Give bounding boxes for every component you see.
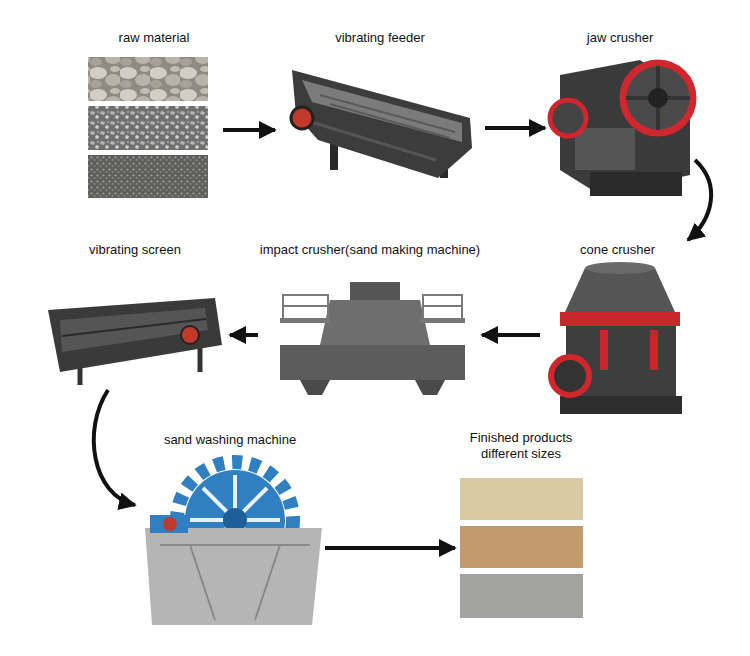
vibrating-feeder-picture: [292, 70, 472, 178]
raw-material-picture: [88, 57, 208, 101]
vibrating-feeder-picture: [302, 80, 462, 142]
machine-node: cone crusher: [540, 240, 695, 425]
impact-crusher-picture: [280, 345, 465, 380]
machine-node: vibrating screen: [40, 240, 230, 390]
machine-label: jaw crusher: [587, 30, 653, 46]
machine-node: raw material: [85, 28, 223, 203]
jaw-crusher-picture: [648, 88, 668, 108]
cone-crusher-picture: [560, 312, 680, 326]
flow-arrow: [94, 390, 135, 505]
impact-crusher-picture: [420, 318, 465, 323]
sand-washing-picture: [160, 544, 310, 546]
jaw-crusher-picture: [550, 60, 693, 196]
cone-crusher-picture: [565, 268, 675, 312]
vibrating-screen-picture: [181, 326, 199, 344]
raw-material-picture: [88, 155, 208, 198]
vibrating-screen-picture: [48, 298, 222, 385]
machine-label: cone crusher: [580, 242, 655, 258]
flow-arrow: [482, 333, 540, 337]
impact-crusher-picture: [280, 282, 465, 395]
vibrating-feeder-picture: [291, 70, 472, 178]
sand-washing-picture: [145, 462, 322, 625]
finished-sand-samples: [460, 478, 583, 520]
cone-crusher-picture: [650, 330, 658, 370]
machine-label: sand washing machine: [164, 432, 296, 448]
machine-node: vibrating feeder: [275, 28, 485, 186]
cone-crusher-picture: [600, 330, 608, 370]
machine-node: impact crusher(sand making machine): [258, 240, 482, 400]
machine-node: Finished products different sizes: [455, 428, 587, 621]
cone-crusher-picture: [551, 357, 589, 395]
sand-washing-picture: [150, 515, 188, 533]
machine-label: raw material: [119, 30, 190, 46]
cone-crusher-picture: [560, 396, 682, 414]
flow-arrow: [223, 128, 275, 132]
cone-crusher-picture: [551, 262, 682, 414]
jaw-crusher-picture: [590, 172, 682, 196]
vibrating-feeder-picture: [320, 95, 455, 132]
jaw-crusher-picture: [550, 100, 586, 136]
flow-arrow: [325, 546, 455, 550]
raw-material-picture: [88, 57, 208, 198]
sand-washing-picture: [255, 545, 280, 620]
machine-label: vibrating screen: [89, 242, 181, 258]
vibrating-feeder-picture: [291, 107, 313, 129]
raw-material-picture: [88, 106, 208, 150]
impact-crusher-picture: [320, 300, 430, 345]
flow-arrow: [230, 333, 258, 337]
jaw-crusher-picture: [575, 128, 635, 170]
finished-sand-samples: [460, 478, 583, 618]
machine-label: vibrating feeder: [335, 30, 425, 46]
sand-washing-picture: [163, 517, 177, 531]
finished-sand-samples: [460, 574, 583, 618]
flow-arrow: [485, 126, 545, 130]
impact-crusher-picture: [283, 305, 328, 307]
impact-crusher-picture: [283, 295, 328, 318]
vibrating-screen-picture: [60, 308, 208, 352]
machine-node: sand washing machine: [135, 430, 325, 627]
flow-arrow: [688, 160, 711, 240]
machine-label: Finished products different sizes: [460, 430, 582, 462]
impact-crusher-picture: [350, 282, 400, 302]
impact-crusher-picture: [415, 380, 445, 395]
impact-crusher-picture: [280, 318, 330, 323]
machine-label: impact crusher(sand making machine): [260, 242, 480, 258]
finished-sand-samples: [460, 526, 583, 568]
jaw-crusher-picture: [623, 63, 693, 133]
impact-crusher-picture: [300, 380, 330, 395]
impact-crusher-picture: [423, 295, 462, 318]
vibrating-screen-picture: [48, 298, 222, 372]
sand-washing-picture: [145, 528, 322, 625]
impact-crusher-picture: [423, 305, 462, 307]
cone-crusher-picture: [585, 262, 655, 274]
vibrating-feeder-picture: [298, 118, 436, 160]
machine-node: jaw crusher: [545, 28, 695, 200]
sand-washing-picture: [190, 545, 215, 620]
